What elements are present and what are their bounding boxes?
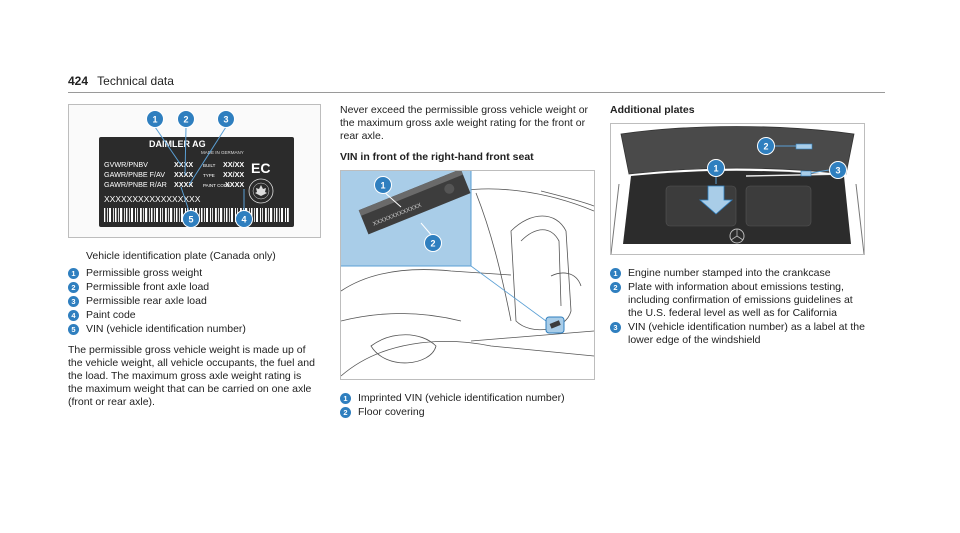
weight-paragraph: The permissible gross vehicle weight is … [68, 344, 315, 408]
engine-bay-figure: 1 2 3 [610, 123, 865, 255]
vin-seat-heading: VIN in front of the right-hand front sea… [340, 151, 534, 163]
svg-text:2: 2 [183, 115, 188, 125]
legend-badge: 2 [340, 407, 351, 418]
svg-text:2: 2 [763, 142, 768, 152]
svg-text:4: 4 [241, 215, 246, 225]
legend-badge: 2 [610, 282, 621, 293]
plate-row-1-label: GVWR/PNBV [104, 160, 148, 169]
plate-row-2-value: XXXX [174, 170, 193, 179]
callout-1-icon [146, 110, 164, 128]
vehicle-plate-illustration: DAIMLER AG MADE IN GERMANY GVWR/PNBV XXX… [99, 110, 294, 228]
callout-2-icon [757, 137, 775, 155]
svg-text:1: 1 [380, 181, 385, 191]
plate-row-3-tag: PAINT CODE [203, 183, 230, 188]
legend-badge: 1 [610, 268, 621, 279]
legend-badge: 3 [610, 322, 621, 333]
plate-row-1-tag: BUILT [203, 163, 216, 168]
plate-made-in: MADE IN GERMANY [201, 150, 244, 155]
header-rule [68, 92, 885, 93]
callout-4-icon [235, 210, 253, 228]
column-vehicle-plate: DAIMLER AG MADE IN GERMANY GVWR/PNBV XXX… [68, 104, 321, 409]
callout-5-icon [182, 210, 200, 228]
arrow-down-icon [698, 185, 734, 215]
legend-badge: 1 [68, 268, 79, 279]
callout-2-icon [424, 234, 442, 252]
car-interior-illustration: XXXXXXXXXXXXX 1 2 [340, 169, 595, 379]
callout-3-icon [217, 110, 235, 128]
plate-ec-logo: EC [251, 160, 270, 176]
svg-text:5: 5 [188, 215, 193, 225]
plate-row-1-tag-value: XX/XX [223, 160, 244, 169]
engine-bay-illustration: 1 2 3 [610, 124, 865, 255]
plate-vin: XXXXXXXXXXXXXXXXX [104, 194, 201, 204]
legend-badge: 5 [68, 324, 79, 335]
vin-seat-figure: XXXXXXXXXXXXX 1 2 [340, 169, 595, 380]
section-title: Technical data [97, 74, 174, 88]
plate-row-2-label: GAWR/PNBE F/AV [104, 170, 165, 179]
maple-seal-icon [248, 178, 274, 204]
warning-paragraph: Never exceed the permissible gross vehic… [340, 104, 589, 142]
plate-row-3-tag-value: XXXX [225, 180, 244, 189]
page-header: 424 Technical data [68, 74, 174, 88]
legend-badge: 4 [68, 310, 79, 321]
plate-caption: Vehicle identification plate (Canada onl… [86, 250, 276, 262]
plate-row-2-tag-value: XX/XX [223, 170, 244, 179]
svg-text:3: 3 [835, 166, 840, 176]
plate-row-2-tag: TYPE [203, 173, 215, 178]
svg-text:1: 1 [713, 164, 718, 174]
legend-badge: 3 [68, 296, 79, 307]
callout-1-icon [374, 176, 392, 194]
page-number: 424 [68, 74, 89, 88]
latch-icon [444, 183, 455, 194]
plate-row-3-label: GAWR/PNBE R/AR [104, 180, 167, 189]
callout-2-icon [177, 110, 195, 128]
svg-text:1: 1 [152, 115, 157, 125]
emissions-plate-marker [795, 143, 813, 150]
legend-badge: 2 [68, 282, 79, 293]
svg-text:2: 2 [430, 239, 435, 249]
callout-1-icon [707, 159, 725, 177]
plate-row-1-value: XXXX [174, 160, 193, 169]
additional-plates-heading: Additional plates [610, 104, 695, 116]
svg-text:3: 3 [223, 115, 228, 125]
legend-badge: 1 [340, 393, 351, 404]
plate-row-3-value: XXXX [174, 180, 193, 189]
column-additional-plates: Additional plates 1 2 [610, 104, 870, 348]
column-vin-seat: Never exceed the permissible gross vehic… [340, 104, 595, 420]
vin-label-marker [800, 170, 812, 177]
callout-3-icon [829, 161, 847, 179]
vehicle-plate-figure: DAIMLER AG MADE IN GERMANY GVWR/PNBV XXX… [68, 104, 321, 238]
plate-maker: DAIMLER AG [149, 139, 206, 149]
